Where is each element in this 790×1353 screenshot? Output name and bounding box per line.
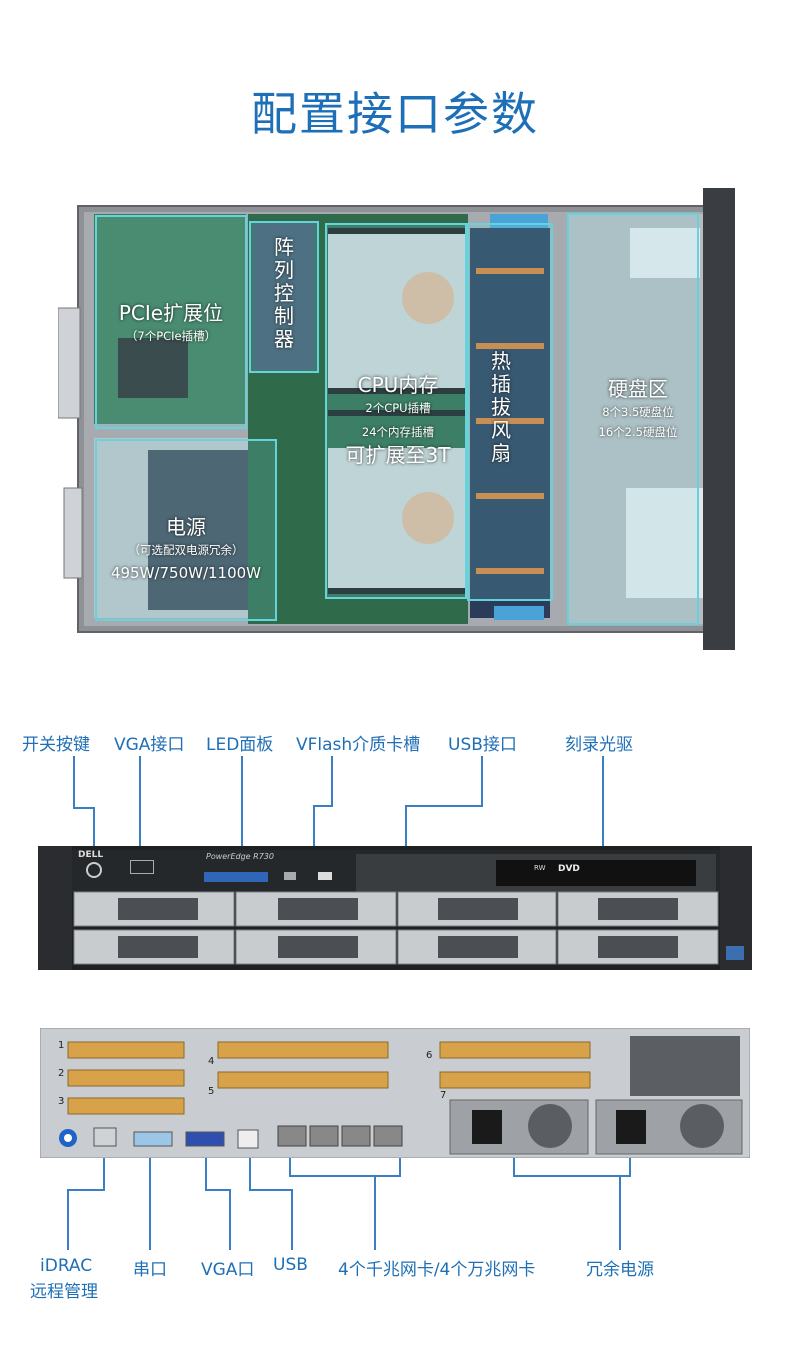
callout-idrac-line2: 远程管理: [30, 1282, 98, 1302]
cpu-sub1: 2个CPU插槽: [365, 401, 431, 415]
server-top-view-illustration: [57, 188, 735, 650]
disk-zone-label: 硬盘区 8个3.5硬盘位 16个2.5硬盘位: [573, 376, 703, 442]
raid-label: 阵列控制器: [274, 235, 294, 351]
psu-label: 电源: [166, 515, 206, 539]
slot-number-7: 7: [440, 1090, 447, 1101]
cpu-sub3: 可扩展至3T: [345, 443, 451, 467]
rear-panel-illustration: [39, 1027, 751, 1159]
callout-vga-front: VGA接口: [114, 735, 185, 755]
callout-idrac: iDRAC: [40, 1255, 92, 1277]
front-usb-port: [318, 872, 332, 880]
callout-vflash: VFlash介质卡槽: [296, 735, 421, 755]
front-panel-illustration: [38, 846, 752, 970]
psu-zone-label: 电源 （可选配双电源冗余） 495W/750W/1100W: [96, 514, 276, 586]
front-brand: DELL: [78, 850, 104, 860]
vflash-slot: [284, 872, 296, 880]
front-rw-badge: RW: [534, 864, 546, 872]
slot-number-3: 3: [58, 1096, 65, 1107]
psu-watt: 495W/750W/1100W: [110, 564, 262, 582]
slot-number-1: 1: [58, 1040, 65, 1051]
callout-usb-rear: USB: [273, 1255, 308, 1275]
power-button[interactable]: [86, 862, 102, 878]
callout-redundant-psu: 冗余电源: [586, 1260, 654, 1280]
cpu-label: CPU内存: [357, 373, 439, 397]
slot-number-6: 6: [426, 1050, 433, 1061]
callout-optical: 刻录光驱: [565, 735, 633, 755]
psu-sub: （可选配双电源冗余）: [128, 543, 244, 557]
fan-label: 热插拔风扇: [491, 349, 511, 465]
callout-usb-front: USB接口: [448, 735, 517, 755]
front-vga-port: [130, 860, 154, 874]
pcie-zone-label: PCIe扩展位 （7个PCIe插槽）: [106, 300, 236, 346]
cpu-zone-label: CPU内存 2个CPU插槽 24个内存插槽 可扩展至3T: [328, 372, 468, 468]
disk-label: 硬盘区: [608, 377, 668, 401]
callout-led-panel: LED面板: [206, 735, 274, 755]
disk-sub2: 16个2.5硬盘位: [598, 425, 678, 439]
callout-serial: 串口: [133, 1260, 167, 1280]
front-model: PowerEdge R730: [206, 852, 274, 861]
callout-idrac-line1: iDRAC: [40, 1256, 93, 1276]
pcie-label: PCIe扩展位: [118, 301, 224, 325]
slot-number-5: 5: [208, 1086, 215, 1097]
slot-number-4: 4: [208, 1056, 215, 1067]
slot-number-2: 2: [58, 1068, 65, 1079]
server-rear-panel: 1 2 3 4 5 6 7: [39, 1027, 751, 1159]
pcie-sub: （7个PCIe插槽）: [125, 329, 217, 343]
callout-nic: 4个千兆网卡/4个万兆网卡: [338, 1260, 536, 1280]
server-front-panel: DELL PowerEdge R730 RW DVD: [38, 846, 752, 970]
callout-power-button: 开关按键: [22, 735, 90, 755]
server-top-view: PCIe扩展位 （7个PCIe插槽） 阵列控制器 CPU内存 2个CPU插槽 2…: [57, 188, 742, 653]
callout-vga-rear: VGA口: [201, 1260, 255, 1280]
cpu-sub2: 24个内存插槽: [361, 425, 435, 439]
disk-sub1: 8个3.5硬盘位: [602, 405, 674, 419]
page-title: 配置接口参数: [251, 87, 539, 141]
front-dvd-badge: DVD: [558, 864, 580, 874]
